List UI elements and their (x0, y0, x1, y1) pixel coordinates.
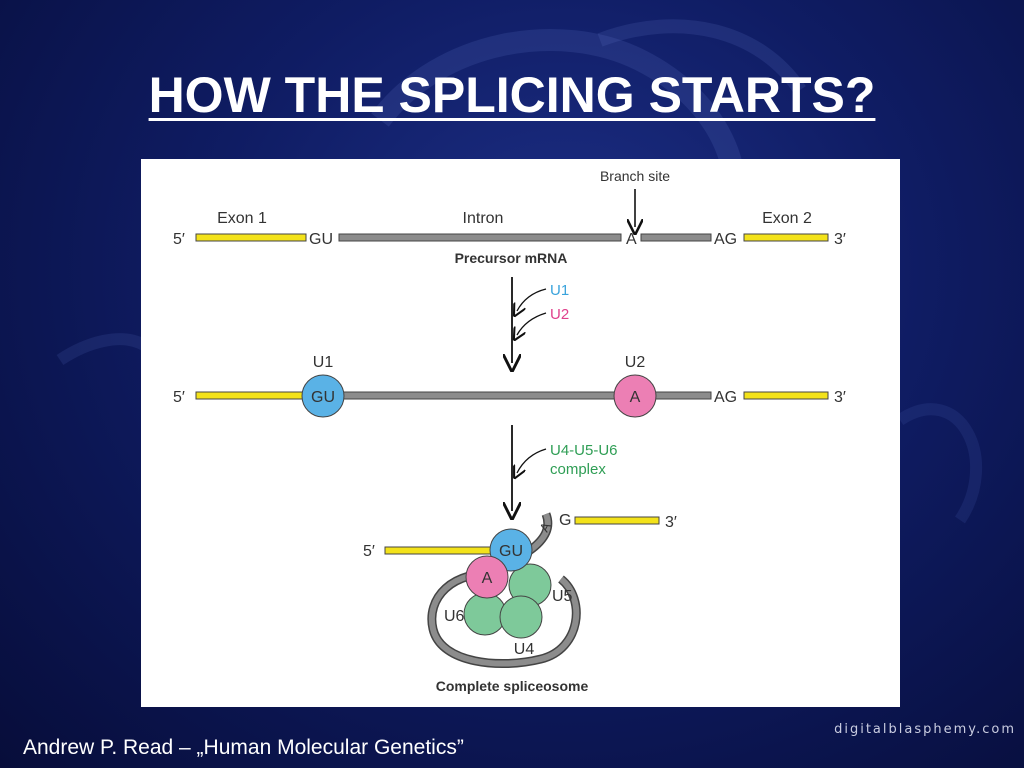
watermark: digitalblasphemy.com (834, 722, 1016, 737)
exon1-strand-3 (384, 546, 494, 555)
exon2-strand (743, 233, 829, 242)
u4-particle (499, 595, 543, 639)
g-label: G (559, 512, 571, 529)
exon2-label: Exon 2 (762, 210, 812, 227)
three-prime-label: 3′ (834, 231, 846, 248)
branch-site-label: Branch site (600, 168, 670, 184)
a-label-3: A (482, 570, 493, 587)
a-label-2: A (630, 389, 641, 406)
intron-label: Intron (463, 210, 504, 227)
stage-precursor: Branch site Exon 1 Intron Exon 2 5′ GU A… (173, 168, 846, 266)
a-label: A (626, 231, 637, 248)
complex-label-line1: U4-U5-U6 (550, 442, 618, 459)
u2-added-label: U2 (550, 306, 569, 323)
u1-particle (301, 374, 345, 418)
ag-label: AG (714, 231, 737, 248)
exon1-strand-2 (195, 391, 307, 400)
slide-title: HOW THE SPLICING STARTS? (0, 66, 1024, 124)
u6-particle (463, 592, 507, 636)
intron-strand (338, 233, 622, 242)
u1-particle-label: U1 (313, 354, 334, 371)
gu-label-3: GU (499, 543, 523, 560)
source-credit: Andrew P. Read – „Human Molecular Geneti… (23, 736, 464, 759)
u4-label: U4 (514, 641, 535, 658)
u1-added-label: U1 (550, 282, 569, 299)
u2-particle-3 (465, 555, 509, 599)
u2-particle (613, 374, 657, 418)
intron-lariat-loop-fill (428, 570, 580, 667)
u2-particle-label: U2 (625, 354, 646, 371)
u6-label: U6 (444, 608, 465, 625)
complex-curve-arrow (517, 448, 547, 473)
three-prime-label-3: 3′ (665, 514, 677, 531)
intron-5prime-strand-fill (527, 512, 551, 554)
stage-spliceosome: U5 U6 U4 A G 3′ 5′ GU A Complete spliceo… (363, 512, 677, 694)
five-prime-label-3: 5′ (363, 543, 375, 560)
exon2-strand-3 (574, 516, 660, 525)
gu-label: GU (309, 231, 333, 248)
exon1-label: Exon 1 (217, 210, 267, 227)
five-prime-label-2: 5′ (173, 389, 185, 406)
precursor-caption: Precursor mRNA (455, 250, 568, 266)
intron-strand-right (640, 233, 712, 242)
diagram-panel: Branch site Exon 1 Intron Exon 2 5′ GU A… (141, 159, 900, 707)
exon2-strand-2 (743, 391, 829, 400)
spliceosome-caption: Complete spliceosome (436, 678, 589, 694)
step-u456-complex: U4-U5-U6 complex (512, 425, 618, 511)
exon1-strand (195, 233, 307, 242)
five-prime-label: 5′ (173, 231, 185, 248)
u1-curve-arrow (517, 288, 547, 311)
gu-label-2: GU (311, 389, 335, 406)
slide-title-text: HOW THE SPLICING STARTS? (148, 67, 876, 123)
complex-label-line2: complex (550, 461, 606, 478)
step-u1-u2: U1 U2 (512, 277, 569, 363)
u2-curve-arrow (517, 312, 547, 335)
ag-label-2: AG (714, 389, 737, 406)
splicing-diagram: Branch site Exon 1 Intron Exon 2 5′ GU A… (173, 168, 846, 694)
u5-label: U5 (552, 588, 573, 605)
stage-u1-u2-bound: U1 U2 5′ GU A AG 3′ (173, 354, 846, 418)
three-prime-label-2: 3′ (834, 389, 846, 406)
